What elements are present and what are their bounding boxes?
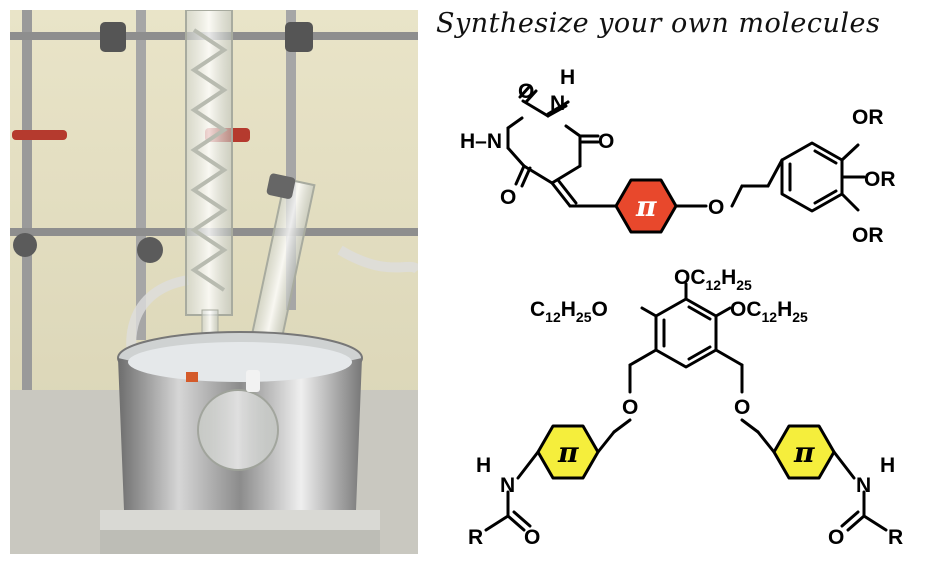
label-oc12h25-right: OC12H25: [730, 298, 808, 325]
atom-r-right: R: [888, 526, 903, 549]
svg-text:OC12H25: OC12H25: [674, 266, 752, 293]
title: Synthesize your own molecules: [436, 8, 881, 39]
amide-right: [832, 450, 888, 532]
pi-label-top: π: [635, 190, 657, 223]
atom-o-carbonyl-right: O: [828, 526, 844, 549]
barbiturate-ring: [506, 84, 784, 208]
benzene-ring-bottom: [612, 282, 760, 434]
atom-o-ether-right: O: [734, 396, 750, 419]
amide-left: [484, 450, 540, 532]
clamp-icon: [12, 22, 313, 263]
pi-hexagon-red: [614, 178, 678, 234]
benzene-ring-top: [780, 141, 866, 213]
water-bath-icon: [100, 331, 380, 554]
molecule-top: π O H N H–N O O O OR OR OR: [460, 66, 896, 247]
atom-o-carbonyl-3: O: [500, 186, 516, 209]
atom-h-amide-left: H: [476, 454, 491, 477]
atom-o-ether-top: O: [708, 196, 724, 219]
pi-label-left: π: [557, 436, 579, 469]
lab-apparatus-photo: [10, 10, 418, 554]
label-oc12h25-top: OC12H25: [674, 266, 752, 293]
atom-or-3: OR: [852, 224, 884, 247]
atom-n-amide-right: N: [856, 474, 871, 497]
pi-label-right: π: [793, 436, 815, 469]
atom-o-carbonyl-2: O: [598, 130, 614, 153]
atom-o-ether-left: O: [622, 396, 638, 419]
label-c12h25o-left: C12H25O: [530, 298, 608, 325]
reflux-condenser-icon: [185, 10, 233, 351]
molecule-bottom: π π OC12H25 C12H25O OC12H25 O: [468, 266, 903, 549]
atom-or-1: OR: [852, 106, 884, 129]
atom-or-2: OR: [864, 168, 896, 191]
atom-n-amide-left: N: [500, 474, 515, 497]
atom-h-amide-right: H: [880, 454, 895, 477]
svg-text:C12H25O: C12H25O: [530, 298, 608, 325]
atom-r-left: R: [468, 526, 483, 549]
atom-hn: H–N: [460, 130, 502, 153]
round-bottom-flask-icon: [186, 370, 279, 471]
molecule-diagram: π O H N H–N O O O OR OR OR: [460, 66, 903, 549]
atom-o-carbonyl-1: O: [518, 80, 534, 103]
atom-h-top: H: [560, 66, 575, 89]
atom-n-top: N: [550, 92, 565, 115]
atom-o-carbonyl-left: O: [524, 526, 540, 549]
svg-text:OC12H25: OC12H25: [730, 298, 808, 325]
